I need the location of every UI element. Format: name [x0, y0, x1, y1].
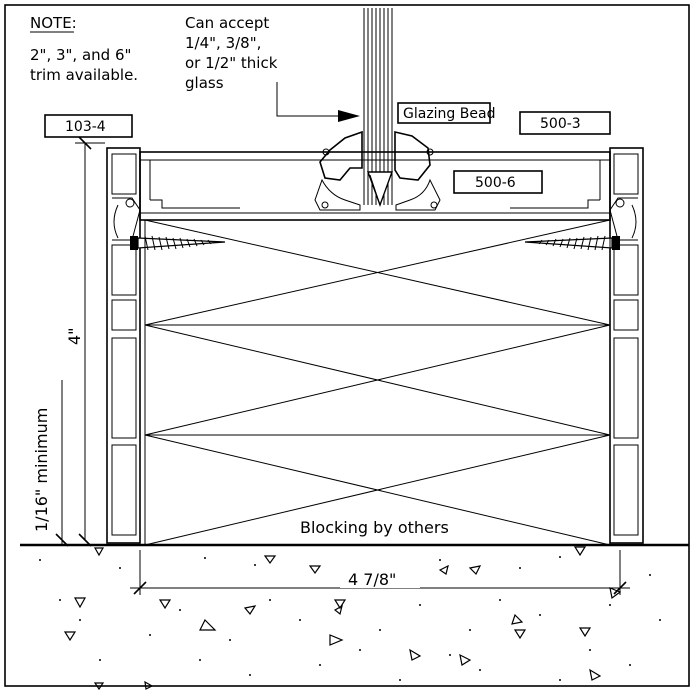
glazing-bead-label: Glazing Bead: [403, 106, 495, 122]
note-heading: NOTE:: [30, 14, 77, 32]
blocking-label: Blocking by others: [300, 518, 449, 537]
glass-leader-arrow: [276, 82, 360, 122]
trim-note: NOTE: 2", 3", and 6" trim available.: [30, 14, 138, 84]
part-500-6-label: 500-6: [475, 175, 516, 191]
glass-note-line-4: glass: [185, 74, 224, 92]
glass-thickness-note: Can accept 1/4", 3/8", or 1/2" thick gla…: [185, 14, 278, 92]
part-500-3-label: 500-3: [540, 116, 581, 132]
callout-500-6: 500-6: [453, 170, 543, 194]
minimum-dimension: 1/16" minimum: [32, 380, 69, 547]
concrete-aggregate: [63, 546, 622, 691]
blocking: Blocking by others: [144, 219, 611, 546]
concrete-hatch: [39, 556, 661, 681]
width-dimension: 4 7/8": [130, 550, 630, 595]
glass-note-line-1: Can accept: [185, 14, 269, 32]
left-screw: [130, 235, 226, 251]
drawing-border: [4, 4, 690, 687]
glass-note-line-2: 1/4", 3/8",: [185, 34, 261, 52]
minimum-dimension-label: 1/16" minimum: [32, 408, 51, 532]
height-dimension: 4": [65, 136, 105, 547]
callout-103-4: 103-4: [44, 114, 133, 138]
part-103-4-label: 103-4: [65, 119, 106, 135]
right-jamb-extrusion: [609, 147, 644, 544]
callout-500-3: 500-3: [519, 111, 611, 135]
right-screw: [524, 235, 620, 251]
callout-glazing-bead: Glazing Bead: [397, 102, 495, 124]
width-dimension-label: 4 7/8": [348, 570, 396, 589]
left-jamb-extrusion: [106, 147, 141, 544]
glazing-bead-detail: [314, 130, 441, 211]
note-line-1: 2", 3", and 6": [30, 46, 131, 64]
height-dimension-label: 4": [65, 327, 84, 345]
note-line-2: trim available.: [30, 66, 138, 84]
glass-note-line-3: or 1/2" thick: [185, 54, 278, 72]
